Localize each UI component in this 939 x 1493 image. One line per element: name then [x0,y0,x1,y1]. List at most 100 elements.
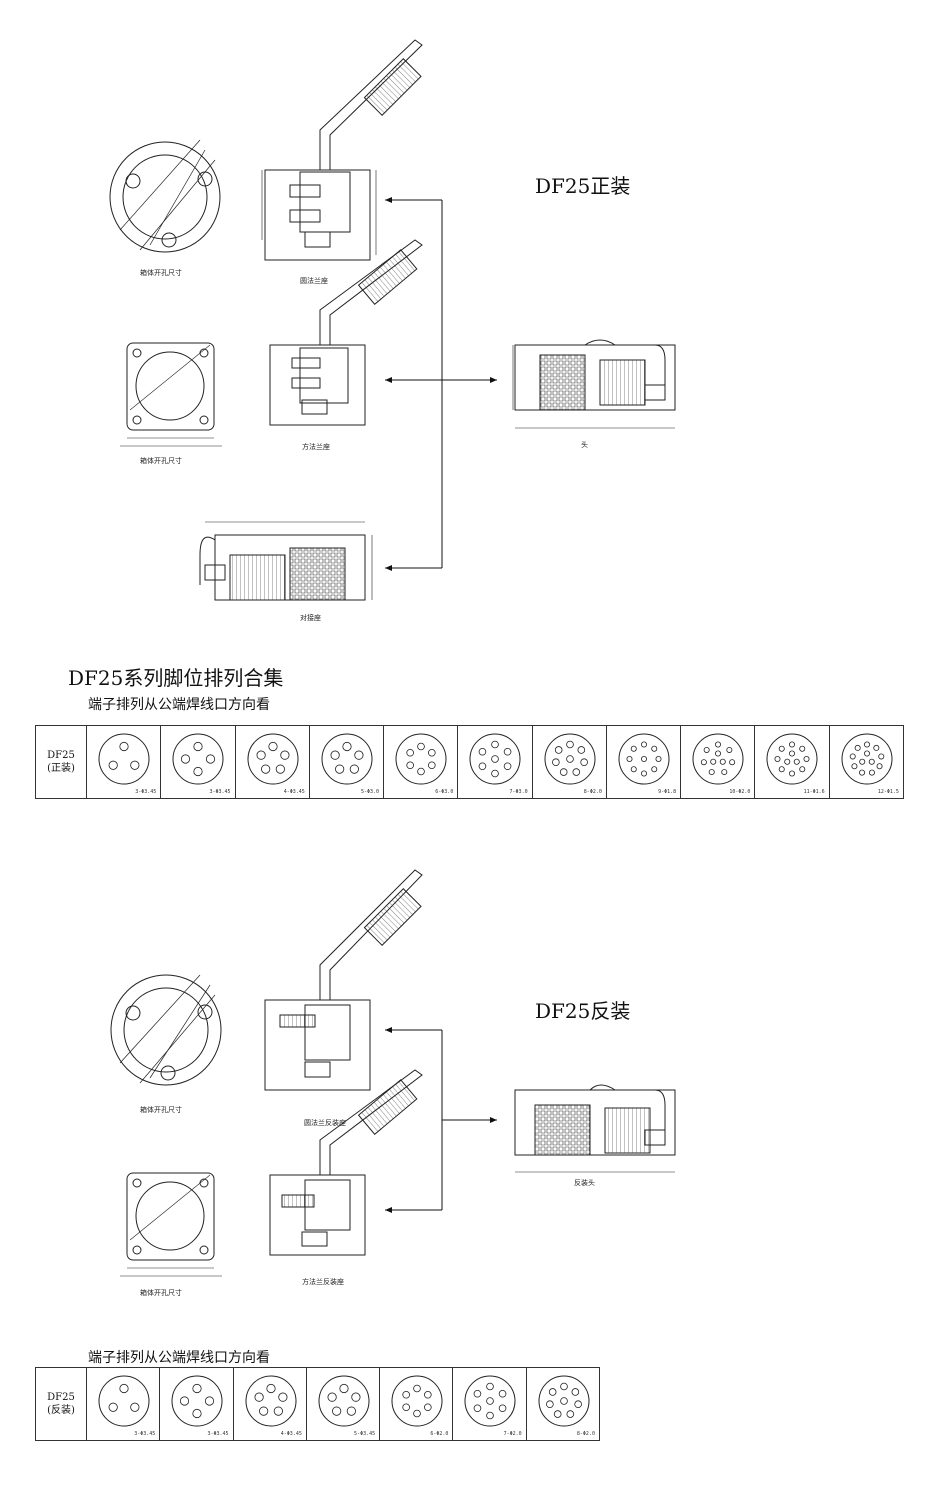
pin-hole [574,1400,582,1409]
pin-hole [277,1392,288,1402]
pin-hole [630,745,637,752]
pin-hole [774,755,781,762]
pin-hole [342,741,352,752]
pin-hole [130,1402,140,1412]
pin-layout-cell: 3-Φ3.45 [87,1368,161,1440]
pin-layout-cell: 6-Φ2.0 [380,1368,454,1440]
series-code: DF25 [47,1392,75,1403]
pin-hole [710,758,717,765]
label-round-flange: 圆法兰座 [300,277,328,285]
pin-layout-diagram [172,733,224,785]
pin-spec-label: 6-Φ3.0 [435,789,454,795]
pin-hole [579,758,588,767]
pin-hole [700,759,707,766]
pin-hole [260,764,270,774]
pin-layout-diagram [692,733,744,785]
pin-spec-label: 11-Φ1.6 [803,789,825,795]
label-square-flange: 方法兰座 [302,443,330,451]
pin-hole [651,766,658,773]
pin-spec-label: 3-Φ3.45 [135,789,157,795]
connector-face [618,733,670,785]
pin-hole [428,761,436,770]
pin-layout-cell: 4-Φ3.45 [234,1368,307,1440]
pin-layout-cell: 5-Φ3.45 [307,1368,381,1440]
pin-hole [354,750,364,760]
pin-hole [474,1404,482,1413]
pin-layout-cell: 10-Φ2.0 [681,726,756,798]
connector-face [544,733,596,785]
connector-face [841,733,893,785]
pin-hole [108,760,118,770]
pin-hole [499,1404,507,1413]
pin-hole [402,1390,411,1399]
pin-hole [406,748,415,757]
pin-layout-cell: 8-Φ2.0 [527,1368,599,1440]
pin-hole [486,1397,495,1405]
pin-hole [721,769,728,776]
label-square-flange-rev: 方法兰反装座 [302,1278,344,1286]
pin-layout-cell: 3-Φ3.45 [87,726,162,798]
pin-hole [577,746,585,754]
pin-layout-cell: 3-Φ3.45 [160,1368,234,1440]
pin-spec-label: 3-Φ3.45 [207,1431,229,1437]
pin-layout-diagram [245,1375,297,1427]
square-cutout-top [120,343,222,446]
pin-hole [789,750,796,757]
pin-spec-label: 12-Φ1.5 [877,789,899,795]
label-panel-cutout: 箱体开孔尺寸 [140,457,182,465]
pin-hole [548,1388,557,1396]
pin-hole [254,1392,264,1402]
pin-hole [474,1389,482,1398]
pin-layout-cell: 11-Φ1.6 [755,726,830,798]
pin-hole [486,1411,495,1420]
pin-hole [571,1388,579,1396]
pin-hole [551,758,560,767]
pin-hole [572,768,580,776]
pin-hole [715,741,722,748]
connector-face [469,733,521,785]
pin-hole [868,769,875,776]
connector-face [171,1375,223,1427]
pin-layout-cell: 6-Φ3.0 [384,726,459,798]
connector-face [766,733,818,785]
pin-hole [719,758,726,765]
pin-hole [863,741,870,748]
pin-hole [784,758,791,765]
pin-hole [504,762,512,771]
pin-hole [351,1392,361,1402]
pin-hole [193,766,203,777]
pin-hole [499,1389,507,1398]
pin-layout-diagram [318,1375,370,1427]
connector-face [247,733,299,785]
pin-hole [640,755,647,762]
pin-hole [267,741,278,752]
pin-layout-diagram [538,1375,590,1427]
pin-hole [858,769,865,776]
pin-hole [406,761,415,770]
connector-face [692,733,744,785]
pin-hole [565,740,574,749]
label-panel-cutout: 箱体开孔尺寸 [140,1289,182,1297]
pin-hole [868,758,875,765]
pin-hole [851,763,858,770]
pin-hole [205,1396,215,1406]
pin-hole [330,750,340,760]
pin-hole [275,764,285,774]
round-flange-rev-side [265,870,422,1090]
pin-spec-label: 8-Φ2.0 [583,789,602,795]
pin-layout-diagram [544,733,596,785]
pin-layout-diagram [321,733,373,785]
pin-view-subtitle: 端子排列从公端焊线口方向看 [88,1350,270,1366]
pin-hole [130,760,140,770]
square-flange-side-top [270,240,422,425]
label-round-flange-rev: 圆法兰反装座 [304,1119,346,1127]
pin-hole [715,750,722,757]
pin-table-header: DF25 (正装) [36,726,87,798]
pin-hole [726,746,733,753]
pin-hole [566,1410,574,1418]
pin-hole [206,754,216,764]
connector-face [391,1375,443,1427]
